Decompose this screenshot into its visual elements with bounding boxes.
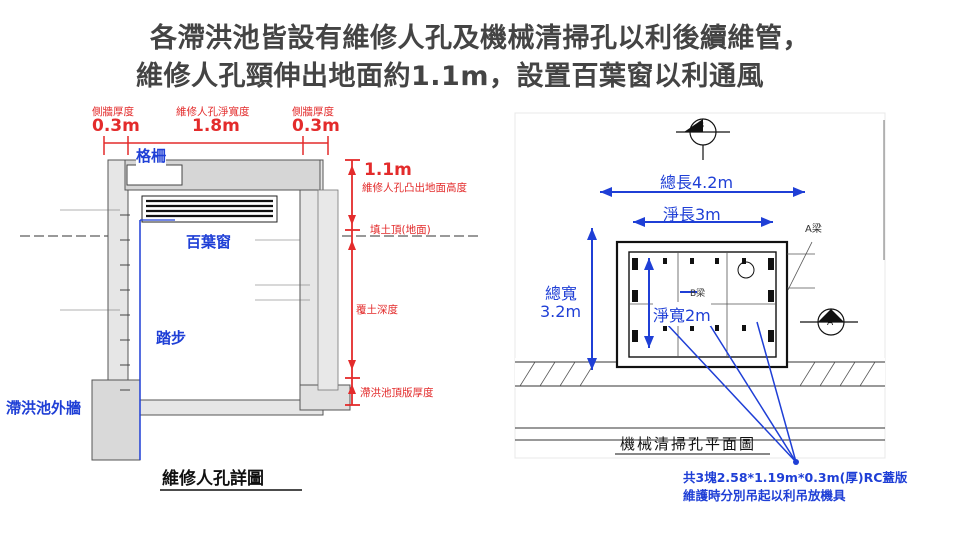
louver-label: 百葉窗 xyxy=(186,233,232,251)
beam-a-label: A梁 xyxy=(805,224,822,235)
dim-side-wall-label-right: 側牆厚度 xyxy=(292,106,334,118)
fill-top-label: 填土頂(地面) xyxy=(370,224,431,236)
clear-width-label: 淨寬2m xyxy=(653,302,711,326)
beam-b-label: B梁 xyxy=(690,289,706,299)
fill-depth-label: 覆土深度 xyxy=(356,304,398,316)
roof-slab-label: 滯洪池頂版厚度 xyxy=(360,387,434,399)
manhole-caption: 維修人孔詳圖 xyxy=(162,469,264,489)
dim-clear-width-label: 維修人孔淨寬度 xyxy=(176,106,250,118)
outer-wall-label: 滯洪池外牆 xyxy=(6,399,82,417)
manhole-section-drawing xyxy=(20,136,480,491)
note-line1: 共3塊2.58*1.19m*0.3m(厚)RC蓋版 xyxy=(683,470,908,485)
dim-side-wall-value-left: 0.3m xyxy=(92,116,140,136)
section-mark-b: B xyxy=(698,121,705,131)
dim-clear-width-value: 1.8m xyxy=(192,116,240,136)
dim-side-wall-value-right: 0.3m xyxy=(292,116,340,136)
neck-height-label: 維修人孔凸出地面高度 xyxy=(362,182,467,194)
section-mark-a: A xyxy=(827,318,834,328)
total-length-label: 總長4.2m xyxy=(660,173,734,192)
slide-title-line1: 各滯洪池皆設有維修人孔及機械清掃孔以利後續維管， xyxy=(150,23,810,54)
plan-title: 機械清掃孔平面圖 xyxy=(620,435,757,453)
total-width-value: 3.2m xyxy=(540,302,582,321)
steps-label: 踏步 xyxy=(156,329,187,347)
note-line2: 維護時分別吊起以利吊放機具 xyxy=(683,488,846,503)
neck-height-value: 1.1m xyxy=(364,160,412,180)
dim-side-wall-label-left: 側牆厚度 xyxy=(92,106,134,118)
grating-label: 格柵 xyxy=(136,145,167,166)
clear-length-label: 淨長3m xyxy=(663,205,721,224)
total-width-label: 總寬 xyxy=(545,284,578,303)
slide-title-line2: 維修人孔頸伸出地面約1.1m，設置百葉窗以利通風 xyxy=(136,61,764,92)
